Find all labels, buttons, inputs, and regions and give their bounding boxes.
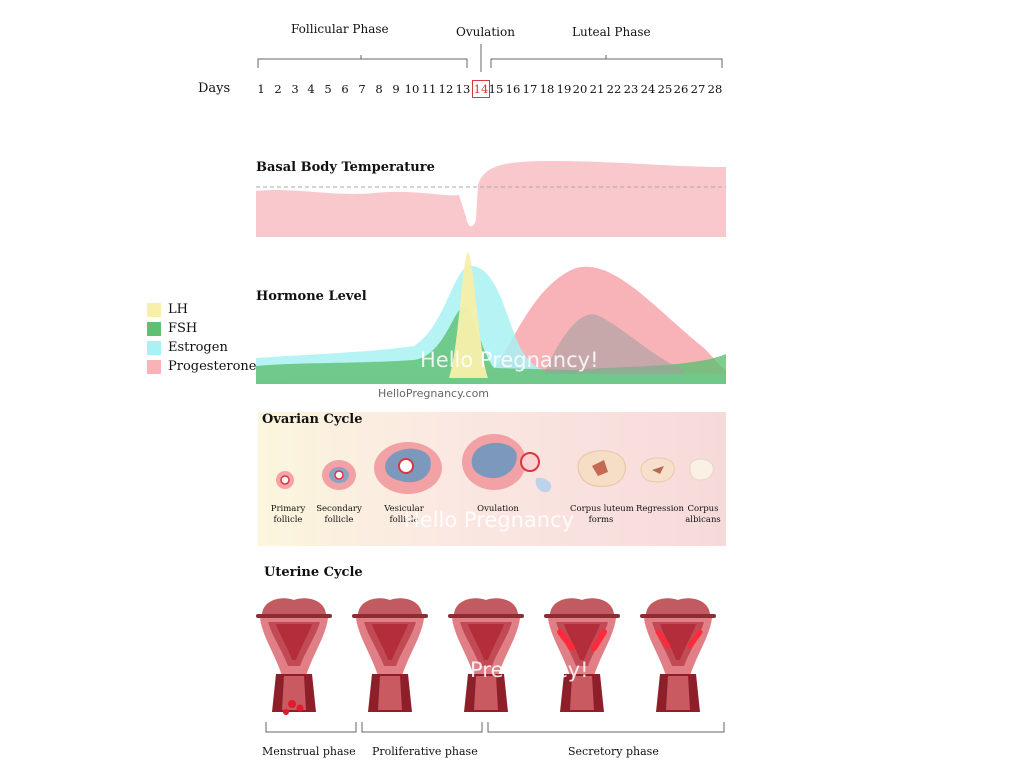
bbt-chart — [256, 161, 726, 237]
day-number: 16 — [505, 82, 521, 96]
progesterone-swatch — [147, 359, 161, 374]
uterine-illustration — [256, 598, 716, 715]
ovarian-label-ovulation: Ovulation — [477, 504, 519, 514]
day-number: 4 — [307, 82, 315, 96]
ovulation-follicle — [462, 434, 552, 493]
day-number: 24 — [640, 82, 656, 96]
luteal-phase-label: Luteal Phase — [572, 25, 651, 39]
legend-item-lh: LH — [147, 302, 188, 317]
day-ovulation: 14 — [472, 80, 490, 98]
day-number: 17 — [522, 82, 538, 96]
day-number: 11 — [421, 82, 437, 96]
fsh-area — [256, 306, 726, 384]
day-number: 23 — [623, 82, 639, 96]
corpus-luteum — [577, 450, 626, 487]
ovarian-label-regression: Regression — [636, 504, 684, 514]
days-label: Days — [198, 81, 231, 96]
primary-follicle — [276, 471, 294, 489]
day-number: 1 — [257, 82, 265, 96]
legend-item-progesterone: Progesterone — [147, 359, 257, 374]
ovulation-label: Ovulation — [456, 25, 515, 39]
uterus-menstrual — [256, 598, 332, 712]
day-number: 9 — [392, 82, 400, 96]
day-number: 19 — [556, 82, 572, 96]
day-number: 27 — [690, 82, 706, 96]
regression — [640, 457, 675, 483]
day-number: 10 — [404, 82, 420, 96]
day-number: 12 — [438, 82, 454, 96]
lh-area — [449, 252, 488, 378]
day-number: 28 — [707, 82, 723, 96]
day-number: 20 — [572, 82, 588, 96]
phase-brackets — [257, 44, 723, 72]
legend-item-fsh: FSH — [147, 321, 197, 336]
proliferative-phase-label: Proliferative phase — [372, 745, 478, 758]
watermark-main: Hello Pregnancy! — [420, 348, 599, 372]
hormone-chart — [256, 252, 726, 384]
secretory-phase-label: Secretory phase — [568, 745, 659, 758]
bbt-title: Basal Body Temperature — [256, 160, 435, 175]
day-number: 26 — [673, 82, 689, 96]
day-number: 13 — [455, 82, 471, 96]
day-number: 7 — [358, 82, 366, 96]
legend-item-estrogen: Estrogen — [147, 340, 228, 355]
day-number: 21 — [589, 82, 605, 96]
day-number: 3 — [291, 82, 299, 96]
uterus-proliferative — [352, 598, 428, 712]
day-number: 2 — [274, 82, 282, 96]
corpus-albicans — [689, 458, 714, 481]
vesicular-follicle — [374, 442, 442, 494]
ovarian-title: Ovarian Cycle — [262, 412, 363, 427]
secondary-follicle — [322, 460, 356, 490]
day-number: 8 — [375, 82, 383, 96]
day-number: 15 — [488, 82, 504, 96]
uterus-secretory-1 — [448, 598, 524, 712]
watermark-uterine: Pregnancy! — [470, 658, 589, 682]
watermark-ovarian: Hello Pregnancy — [404, 508, 575, 532]
follicular-phase-label: Follicular Phase — [291, 22, 389, 36]
watermark-site: HelloPregnancy.com — [378, 387, 490, 400]
day-number: 6 — [341, 82, 349, 96]
day-number: 5 — [324, 82, 332, 96]
hormone-title: Hormone Level — [256, 289, 367, 304]
uterine-phase-brackets — [265, 722, 725, 733]
fsh-swatch — [147, 321, 161, 336]
uterus-secretory-2 — [544, 598, 620, 712]
day-number: 22 — [606, 82, 622, 96]
day-number: 18 — [539, 82, 555, 96]
ovarian-illustration — [276, 434, 714, 494]
uterine-title: Uterine Cycle — [264, 565, 363, 580]
menstrual-phase-label: Menstrual phase — [262, 745, 356, 758]
estrogen-swatch — [147, 340, 161, 355]
day-number: 25 — [657, 82, 673, 96]
lh-swatch — [147, 302, 161, 317]
uterus-secretory-3 — [640, 598, 716, 712]
estrogen-area — [256, 265, 726, 384]
